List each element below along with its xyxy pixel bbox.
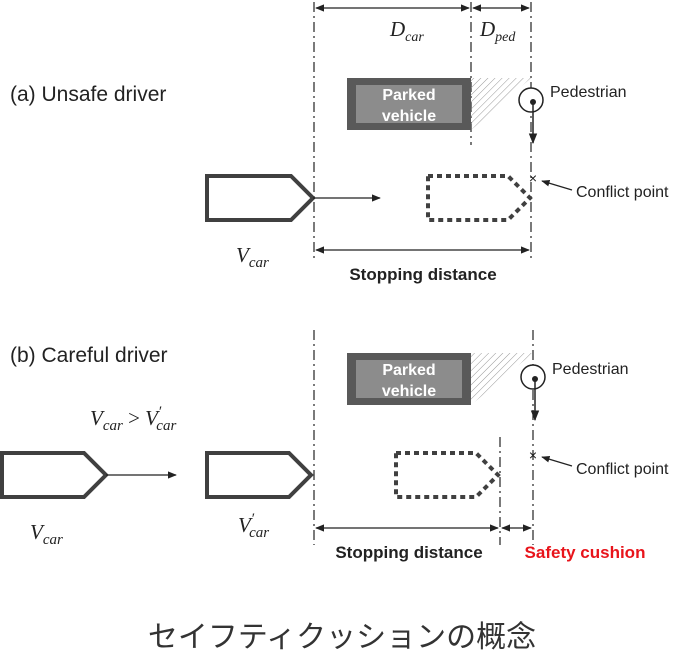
panel-a-title: (a) Unsafe driver [10,83,166,106]
d-ped-label: Dped [479,17,516,45]
conflict-point-pointer [541,179,573,191]
v-car-label: Vcar [236,243,269,271]
conflict-point-label-b: Conflict point [576,461,669,478]
car-icon-careful [205,451,314,499]
stopped-car-outline [426,174,533,222]
pedestrian-dot [530,99,536,105]
v-car-label-b: Vcar [30,520,63,548]
car-icon-fast [0,451,109,499]
conflict-point-label: Conflict point [576,184,669,201]
conflict-point-marker-b: × [529,447,537,463]
v-car-prime-label: V′car [238,511,269,541]
parked-vehicle-label-2: vehicle [382,108,436,125]
parked-vehicle-label-1: Parked [382,87,435,104]
conflict-point-marker: × [529,170,537,186]
stopping-distance-label: Stopping distance [349,265,496,284]
car-icon [205,174,316,222]
stopped-car-outline-b [394,451,501,499]
blind-zone-hatch-b [471,353,533,405]
parked-vehicle-inner [356,85,462,123]
conflict-point-pointer-b [541,455,573,467]
pedestrian-dot-b [532,376,538,382]
pedestrian-label-b: Pedestrian [552,361,629,378]
safety-cushion-label: Safety cushion [525,543,646,562]
blind-zone-hatch [471,78,531,130]
parked-vehicle-inner-b [356,360,462,398]
stopping-distance-label-b: Stopping distance [335,543,482,562]
panel-b-title: (b) Careful driver [10,344,168,367]
pedestrian-label: Pedestrian [550,84,627,101]
panel-b: (b) Careful driver Vcar > V′car Parked v… [0,330,669,562]
safety-cushion-diagram: Dcar Dped (a) Unsafe driver Parked vehic… [0,2,669,562]
parked-vehicle-label-2-b: vehicle [382,383,436,400]
speed-inequality: Vcar > V′car [90,404,176,434]
parked-vehicle-label-1-b: Parked [382,362,435,379]
panel-a: Dcar Dped (a) Unsafe driver Parked vehic… [10,2,669,284]
caption: セイフティクッションの概念 [147,620,537,655]
d-car-label: Dcar [389,17,424,45]
